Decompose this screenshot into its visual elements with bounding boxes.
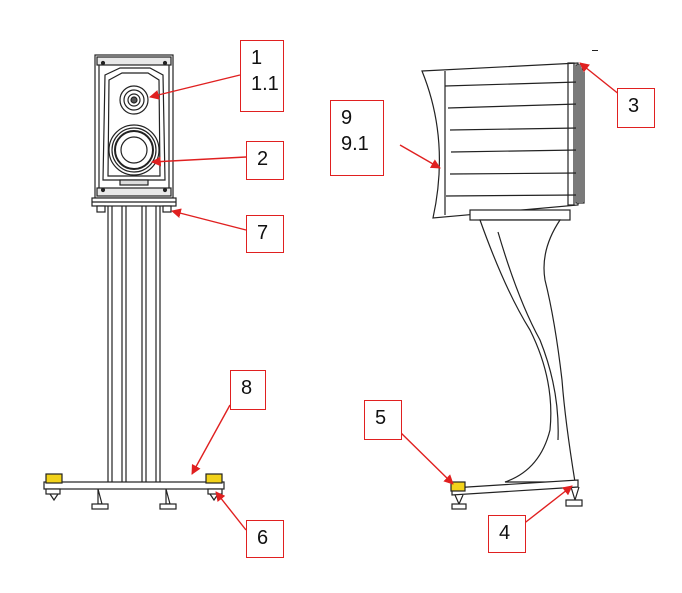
arrow-6 xyxy=(215,491,247,531)
callout-2-label: 2 xyxy=(257,148,269,170)
callout-2: 2 xyxy=(246,141,284,180)
callout-9-line-2: 9.1 xyxy=(341,133,369,155)
callout-6: 6 xyxy=(246,520,284,558)
arrow-5 xyxy=(397,429,454,485)
top-right-tick-mark xyxy=(592,50,598,51)
callout-9: 9 9.1 xyxy=(330,100,384,176)
callout-4-label: 4 xyxy=(499,522,511,544)
callout-5: 5 xyxy=(364,400,402,440)
callout-8: 8 xyxy=(230,370,266,410)
callout-1: 1 1.1 xyxy=(240,40,284,112)
callout-4: 4 xyxy=(488,515,526,553)
callout-7: 7 xyxy=(246,215,284,253)
arrow-9 xyxy=(399,144,441,169)
arrow-8 xyxy=(191,404,231,475)
callout-7-label: 7 xyxy=(257,222,269,244)
callout-8-label: 8 xyxy=(241,377,253,399)
callout-5-label: 5 xyxy=(375,407,387,429)
arrow-1 xyxy=(149,74,241,100)
callout-1-line-2: 1.1 xyxy=(251,73,279,95)
side-view-speaker xyxy=(421,62,585,510)
arrow-2 xyxy=(151,156,247,167)
arrow-4 xyxy=(521,485,573,526)
callout-9-line-1: 9 xyxy=(341,107,353,129)
callout-3: 3 xyxy=(617,88,655,128)
arrow-7 xyxy=(171,208,247,231)
callout-6-label: 6 xyxy=(257,527,269,549)
arrow-3 xyxy=(579,62,621,96)
front-view-speaker xyxy=(43,54,225,510)
callout-3-label: 3 xyxy=(628,95,640,117)
callout-1-line-1: 1 xyxy=(251,47,263,69)
leader-arrows xyxy=(149,62,621,531)
